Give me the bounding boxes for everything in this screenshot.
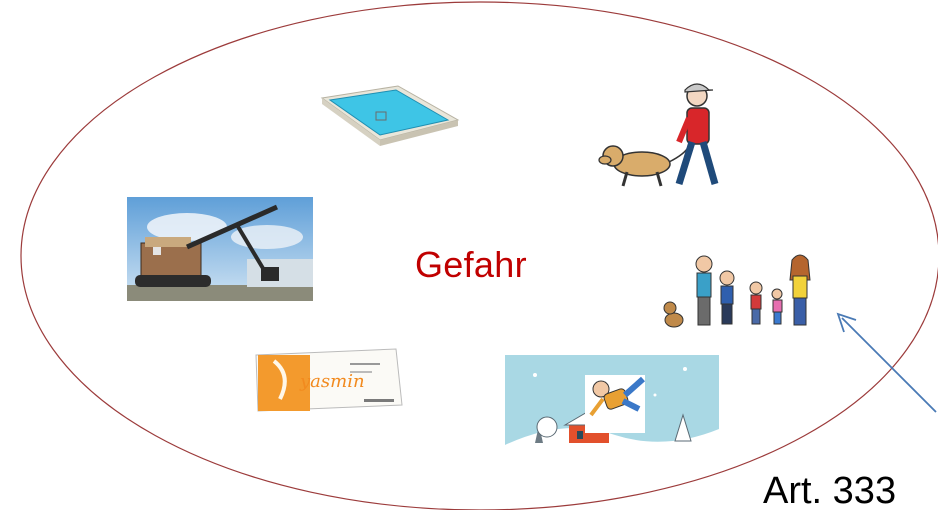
- family-picture: [660, 246, 824, 334]
- pointer-arrow: [841, 317, 937, 413]
- slipping-person-picture: [505, 355, 719, 459]
- pill-box-picture: yasmin: [246, 341, 411, 419]
- swimming-pool-picture: [320, 80, 460, 154]
- center-label: Gefahr: [415, 244, 527, 285]
- svg-text:yasmin: yasmin: [299, 371, 365, 392]
- article-label: Art. 333: [763, 470, 897, 512]
- arrow-head: [836, 312, 857, 333]
- excavator-picture: [127, 197, 313, 301]
- dog-walker-picture: [597, 76, 743, 196]
